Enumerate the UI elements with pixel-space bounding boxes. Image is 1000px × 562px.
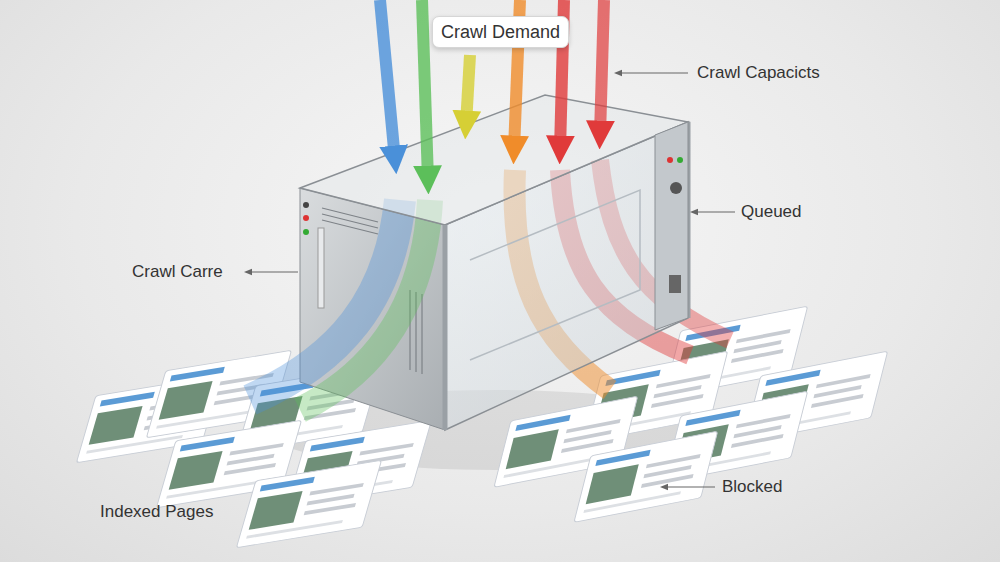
leader-line xyxy=(248,271,298,272)
led xyxy=(303,215,309,221)
callout-label: Indexed Pages xyxy=(100,502,213,522)
case-top xyxy=(300,95,688,225)
blocked-page xyxy=(574,431,718,522)
case-rail xyxy=(318,228,324,308)
leader-line xyxy=(664,486,715,487)
vent-slot xyxy=(322,214,378,228)
callout-label: Blocked xyxy=(722,477,782,497)
demand-arrow xyxy=(422,0,428,180)
led xyxy=(303,229,309,235)
leader-line xyxy=(694,211,735,212)
vent-slot xyxy=(322,208,378,222)
led xyxy=(667,157,673,163)
vent-slot xyxy=(322,220,378,234)
shelf xyxy=(470,190,640,360)
callout-label: Queued xyxy=(741,202,802,222)
knob xyxy=(670,182,682,194)
flow-stream xyxy=(250,200,400,400)
node-text: Crawl Demand xyxy=(441,22,560,43)
callout-label: Crawl Carre xyxy=(132,262,223,282)
demand-arrow xyxy=(380,0,395,160)
led xyxy=(677,157,683,163)
text-box: Crawl Demand xyxy=(432,16,569,48)
indexed-page xyxy=(236,460,381,547)
demand-arrow xyxy=(466,55,470,125)
callout-label: Crawl Capacicts xyxy=(697,63,820,83)
button xyxy=(303,202,309,208)
case-edge xyxy=(443,225,448,430)
vent-slot xyxy=(421,294,422,374)
flow-stream xyxy=(300,200,430,410)
port xyxy=(669,275,681,293)
leader-line xyxy=(618,72,688,73)
demand-arrow xyxy=(600,0,604,135)
case-panel xyxy=(655,122,688,330)
